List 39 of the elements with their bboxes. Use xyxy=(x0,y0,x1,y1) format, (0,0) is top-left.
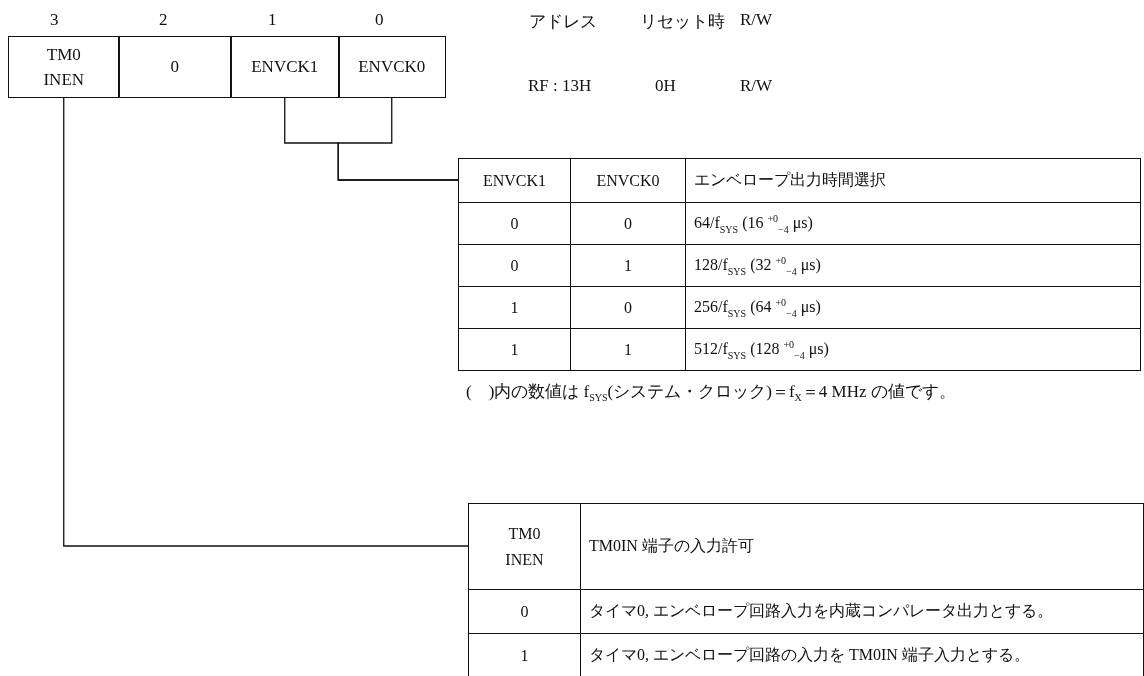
table-cell: 0 xyxy=(570,286,686,329)
table-cell: 0 xyxy=(468,589,581,634)
table-cell: 1 xyxy=(570,244,686,287)
connector-line xyxy=(63,97,469,547)
register-bit-cell: ENVCK0 xyxy=(338,36,446,98)
table-cell: 1 xyxy=(570,328,686,371)
register-bit-cell: ENVCK1 xyxy=(230,36,340,98)
bit-number: 3 xyxy=(50,10,59,30)
setting-table xyxy=(468,503,1144,676)
setting-table xyxy=(458,158,1141,371)
table-cell: 0 xyxy=(458,244,571,287)
table-cell: タイマ0, エンベロープ回路入力を内蔵コンパレータ出力とする。 xyxy=(580,589,1144,634)
table-cell: 1 xyxy=(458,286,571,329)
bit-number: 0 xyxy=(375,10,384,30)
register-bit-cell: 0 xyxy=(118,36,232,98)
table-cell: 512/f$_{SYS}$ (128 $^{+0}$$_{−4}$ μs) xyxy=(685,328,1141,371)
table-cell: 128/f$_{SYS}$ (32 $^{+0}$$_{−4}$ μs) xyxy=(685,244,1141,287)
bit-number: 1 xyxy=(268,10,277,30)
reset-value: 0H xyxy=(655,76,676,96)
bit-number: 2 xyxy=(159,10,168,30)
address-value: RF : 13H xyxy=(528,76,592,96)
table-cell: 0 xyxy=(458,202,571,245)
column-heading: R/W xyxy=(740,10,773,30)
note-text: ( )内の数値は f$_{SYS}$(システム・クロック)＝f$_{X}$＝4 MHz の値です。 xyxy=(466,381,956,404)
table-cell: TM0 INEN xyxy=(468,503,581,590)
table-cell: TM0IN 端子の入力許可 xyxy=(580,503,1144,590)
connector-line xyxy=(337,97,459,181)
column-heading: アドレス xyxy=(529,11,597,33)
table-cell: 1 xyxy=(468,633,581,676)
table-cell: 1 xyxy=(458,328,571,371)
table-cell: エンベロープ出力時間選択 xyxy=(685,158,1141,203)
access-value: R/W xyxy=(740,76,773,96)
register-bit-cell: TM0 INEN xyxy=(8,36,120,98)
column-heading: リセット時 xyxy=(640,11,725,33)
table-cell: 0 xyxy=(570,202,686,245)
table-cell: 64/f$_{SYS}$ (16 $^{+0}$$_{−4}$ μs) xyxy=(685,202,1141,245)
table-cell: 256/f$_{SYS}$ (64 $^{+0}$$_{−4}$ μs) xyxy=(685,286,1141,329)
table-cell: ENVCK0 xyxy=(570,158,686,203)
table-cell: ENVCK1 xyxy=(458,158,571,203)
